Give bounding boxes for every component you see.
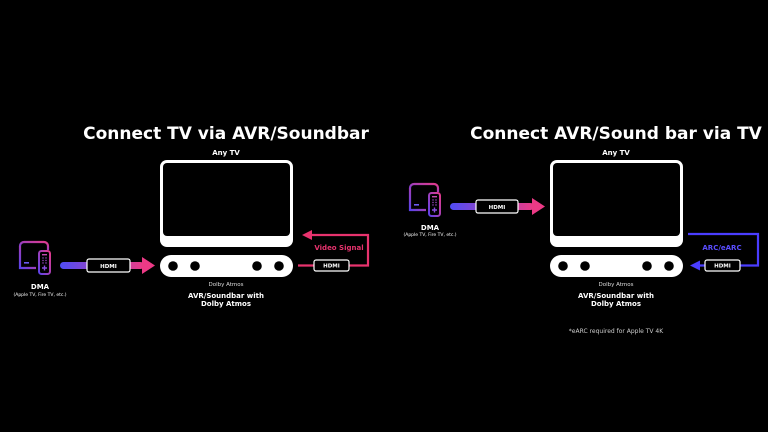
hdmi-label: HDMI <box>100 264 117 270</box>
left-tv-label: Any TV <box>212 149 240 157</box>
video-signal-label: Video Signal <box>314 244 363 252</box>
right-title: Connect AVR/Sound bar via TV <box>470 124 763 144</box>
hdmi-label-2: HDMI <box>714 264 731 270</box>
left-dma-label: DMA <box>31 283 50 291</box>
right-device-line1: AVR/Soundbar with <box>578 292 654 300</box>
left-device-line1: AVR/Soundbar with <box>188 292 264 300</box>
hdmi-cable-arrow: HDMI <box>450 198 545 215</box>
left-title: Connect TV via AVR/Soundbar <box>83 124 369 144</box>
hdmi-cable-arrow: HDMI <box>60 257 155 274</box>
dma-device-icon <box>408 182 442 218</box>
left-panel: Connect TV via AVR/Soundbar Any TV DMA (… <box>13 124 369 308</box>
left-device-line2: Dolby Atmos <box>201 300 251 308</box>
dolby-atmos-logo: Dolby Atmos <box>598 282 633 288</box>
footnote: *eARC required for Apple TV 4K <box>569 328 664 335</box>
dma-device-icon <box>18 240 52 276</box>
arc-earc-label: ARC/eARC <box>702 244 741 252</box>
dolby-atmos-logo: Dolby Atmos <box>208 282 243 288</box>
right-device-line2: Dolby Atmos <box>591 300 641 308</box>
hdmi-label: HDMI <box>489 205 506 211</box>
right-dma-sublabel: (Apple TV, Fire TV, etc.) <box>403 232 456 238</box>
tv-and-soundbar-icon <box>550 160 683 277</box>
right-tv-label: Any TV <box>602 149 630 157</box>
video-signal-arrow: HDMI <box>298 230 370 272</box>
right-panel: Connect AVR/Sound bar via TV Any TV DMA … <box>403 124 762 335</box>
left-dma-sublabel: (Apple TV, Fire TV, etc.) <box>13 292 66 298</box>
right-dma-label: DMA <box>421 224 440 232</box>
arc-earc-arrow: HDMI <box>688 232 760 272</box>
tv-and-soundbar-icon <box>160 160 293 277</box>
hdmi-label-2: HDMI <box>323 264 340 270</box>
